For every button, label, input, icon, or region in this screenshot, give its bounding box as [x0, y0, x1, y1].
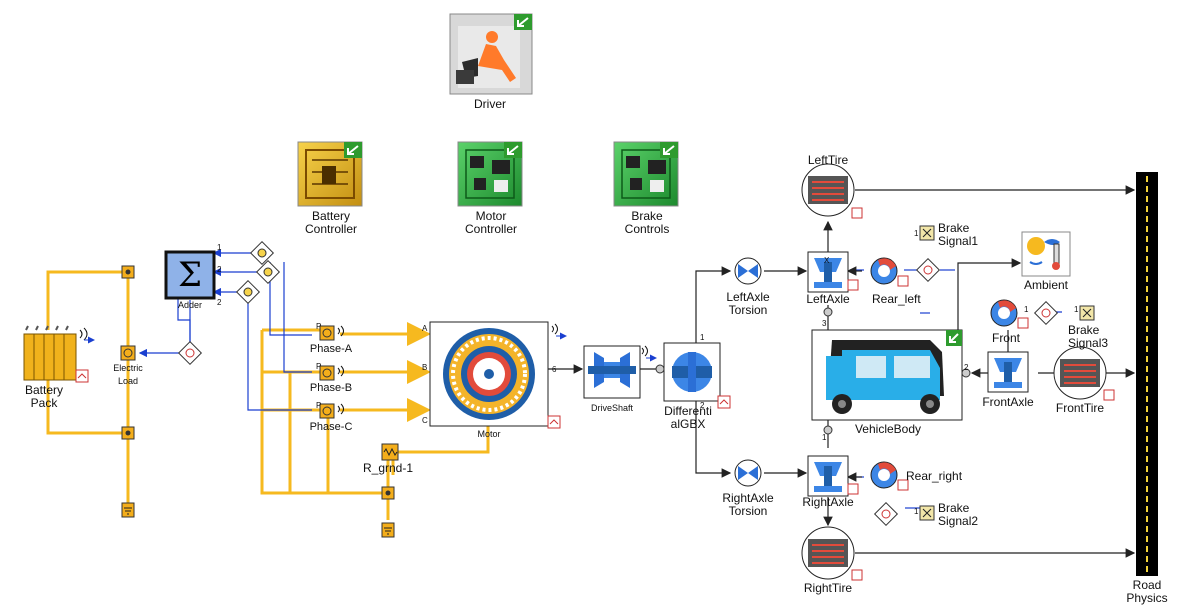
right-tire-label: RightTire [803, 581, 853, 595]
battery-pack-block[interactable] [23, 325, 95, 383]
road-physics-label: Road Physics [1126, 578, 1168, 605]
driveshaft-block[interactable] [583, 345, 657, 399]
brake-controls-label: Brake Controls [624, 209, 670, 236]
driver-label: Driver [474, 97, 506, 111]
electric-wires [46, 270, 490, 520]
road-physics-block[interactable] [1136, 172, 1158, 576]
front-label: Front [991, 331, 1020, 345]
port-label: 3 [822, 319, 827, 328]
phase-sources [319, 325, 344, 419]
driver-block[interactable] [449, 13, 533, 95]
port-label: 6 [552, 365, 557, 374]
ambient-block[interactable] [1021, 231, 1071, 277]
driveshaft-label: DriveShaft [590, 403, 634, 413]
port-label: B [422, 363, 427, 372]
battery-controller-label: Battery Controller [304, 209, 358, 236]
port-label: 2 [964, 363, 969, 372]
brake-signal2-label: Brake Signal2 [938, 501, 979, 528]
brake-signal1-label: Brake Signal1 [938, 221, 979, 248]
electric-load-block[interactable] [120, 345, 136, 361]
left-axle-torsion-label: LeftAxle Torsion [726, 290, 770, 317]
phase-c-label: Phase-C [309, 421, 353, 433]
motor-label: Motor [477, 429, 501, 439]
ground-resistor-label: R_grnd-1 [362, 461, 414, 475]
brake-controls-block[interactable] [613, 141, 679, 207]
motor-controller-block[interactable] [457, 141, 523, 207]
front-tire-label: FrontTire [1055, 401, 1105, 415]
port-label: X [824, 256, 830, 265]
motor-controller-label: Motor Controller [464, 209, 518, 236]
port-label: P [316, 401, 321, 410]
ambient-label: Ambient [1023, 278, 1069, 292]
port-label: 1 [1074, 305, 1079, 314]
port-label: P [316, 362, 321, 371]
ground-symbol [121, 502, 395, 538]
tire-blocks[interactable] [801, 163, 1115, 581]
vehicle-body-block[interactable] [811, 329, 971, 421]
port-label: 1 [1024, 305, 1029, 314]
junction-nodes [121, 265, 395, 500]
axle-blocks[interactable] [807, 251, 1029, 497]
battery-controller-block[interactable] [297, 141, 363, 207]
port-label: 1 [914, 507, 919, 516]
brake-blocks[interactable] [870, 257, 1029, 491]
port-label: C [422, 416, 428, 425]
differential-block[interactable] [655, 342, 731, 409]
port-label: 1 [217, 243, 222, 252]
front-axle-label: FrontAxle [982, 395, 1034, 409]
rear-right-label: Rear_right [906, 469, 963, 483]
port-label: 2 [217, 265, 222, 274]
left-axle-label: LeftAxle [806, 292, 850, 306]
brake-signal-sources[interactable] [919, 225, 1095, 521]
rear-left-label: Rear_left [872, 292, 921, 306]
svg-text:Σ: Σ [178, 255, 202, 295]
vehicle-body-label: VehicleBody [854, 422, 922, 436]
port-label: 1 [700, 333, 705, 342]
differential-label: Differenti alGBX [664, 404, 712, 431]
signal-converter-icons [177, 240, 1059, 527]
adder-block[interactable]: Σ [164, 250, 216, 300]
port-label: 2 [217, 298, 222, 307]
right-axle-label: RightAxle [802, 495, 854, 509]
signal-wires [138, 248, 1062, 509]
port-label: A [422, 324, 428, 333]
brake-signal3-label: Brake Signal3 [1068, 323, 1109, 350]
left-tire-label: LeftTire [807, 153, 849, 167]
phase-a-label: Phase-A [309, 343, 353, 355]
phase-b-label: Phase-B [309, 382, 353, 394]
right-axle-torsion-label: RightAxle Torsion [722, 491, 774, 518]
motor-block[interactable] [429, 321, 567, 429]
port-label: 2 [700, 401, 705, 410]
port-label: 1 [822, 433, 827, 442]
ground-resistor-block[interactable] [381, 443, 399, 461]
electric-load-label: Electric Load [113, 363, 143, 386]
port-label: P [316, 322, 321, 331]
axle-torsion-blocks[interactable] [734, 257, 762, 487]
adder-label: Adder [177, 300, 203, 310]
port-label: 1 [914, 229, 919, 238]
port-labels: 1 2 2 A B C 6 P P P 1 2 1 1 1 1 2 3 1 X [217, 229, 1079, 516]
battery-pack-label: Battery Pack [24, 383, 63, 410]
